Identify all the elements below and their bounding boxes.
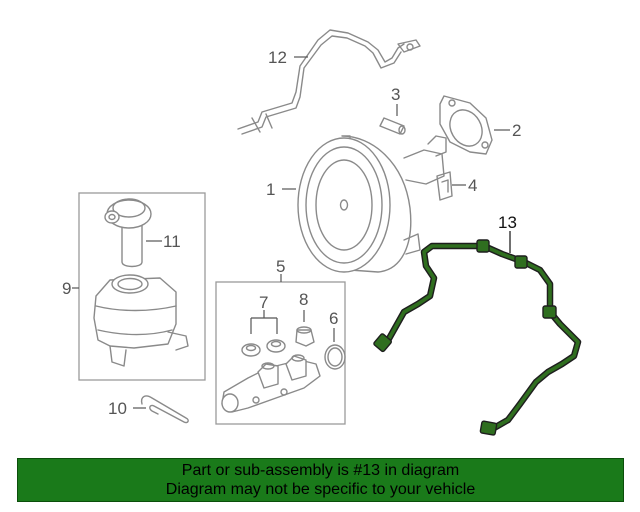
parts-diagram: 12 3 2 1 4 9 (62, 29, 582, 436)
part-9-reservoir[interactable] (93, 274, 189, 367)
part-10-retaining-pin[interactable] (140, 395, 189, 424)
part-8-cap[interactable] (295, 326, 315, 347)
callout-12[interactable]: 12 (268, 48, 287, 67)
callout-11[interactable]: 11 (163, 232, 181, 251)
callout-5[interactable]: 5 (276, 257, 285, 276)
part-7-grommets[interactable] (241, 339, 286, 357)
part-13-vacuum-hose[interactable] (373, 239, 582, 436)
part-11-reservoir-cap[interactable] (104, 198, 152, 268)
part-12-vacuum-line[interactable] (237, 29, 421, 135)
callout-1[interactable]: 1 (266, 180, 275, 199)
fitment-banner: Part or sub-assembly is #13 in diagram D… (17, 458, 624, 502)
callout-10[interactable]: 10 (108, 399, 127, 418)
part-5-master-cylinder[interactable] (221, 354, 321, 413)
part-4-clip[interactable] (436, 171, 453, 201)
part-2-gasket[interactable] (439, 95, 493, 155)
callout-7[interactable]: 7 (259, 293, 268, 312)
part-6-o-ring[interactable] (324, 344, 346, 370)
reservoir-group-box (78, 192, 206, 381)
callout-8[interactable]: 8 (299, 290, 308, 309)
banner-line-1: Part or sub-assembly is #13 in diagram (181, 462, 460, 479)
callout-13[interactable]: 13 (498, 213, 517, 232)
callout-9[interactable]: 9 (62, 279, 71, 298)
callout-2[interactable]: 2 (512, 121, 521, 140)
part-1-brake-booster[interactable] (297, 135, 447, 273)
banner-line-2: Diagram may not be specific to your vehi… (165, 481, 476, 498)
part-3-stud[interactable] (379, 117, 406, 135)
callout-4[interactable]: 4 (468, 176, 477, 195)
callout-6[interactable]: 6 (329, 309, 338, 328)
callout-3[interactable]: 3 (391, 85, 400, 104)
